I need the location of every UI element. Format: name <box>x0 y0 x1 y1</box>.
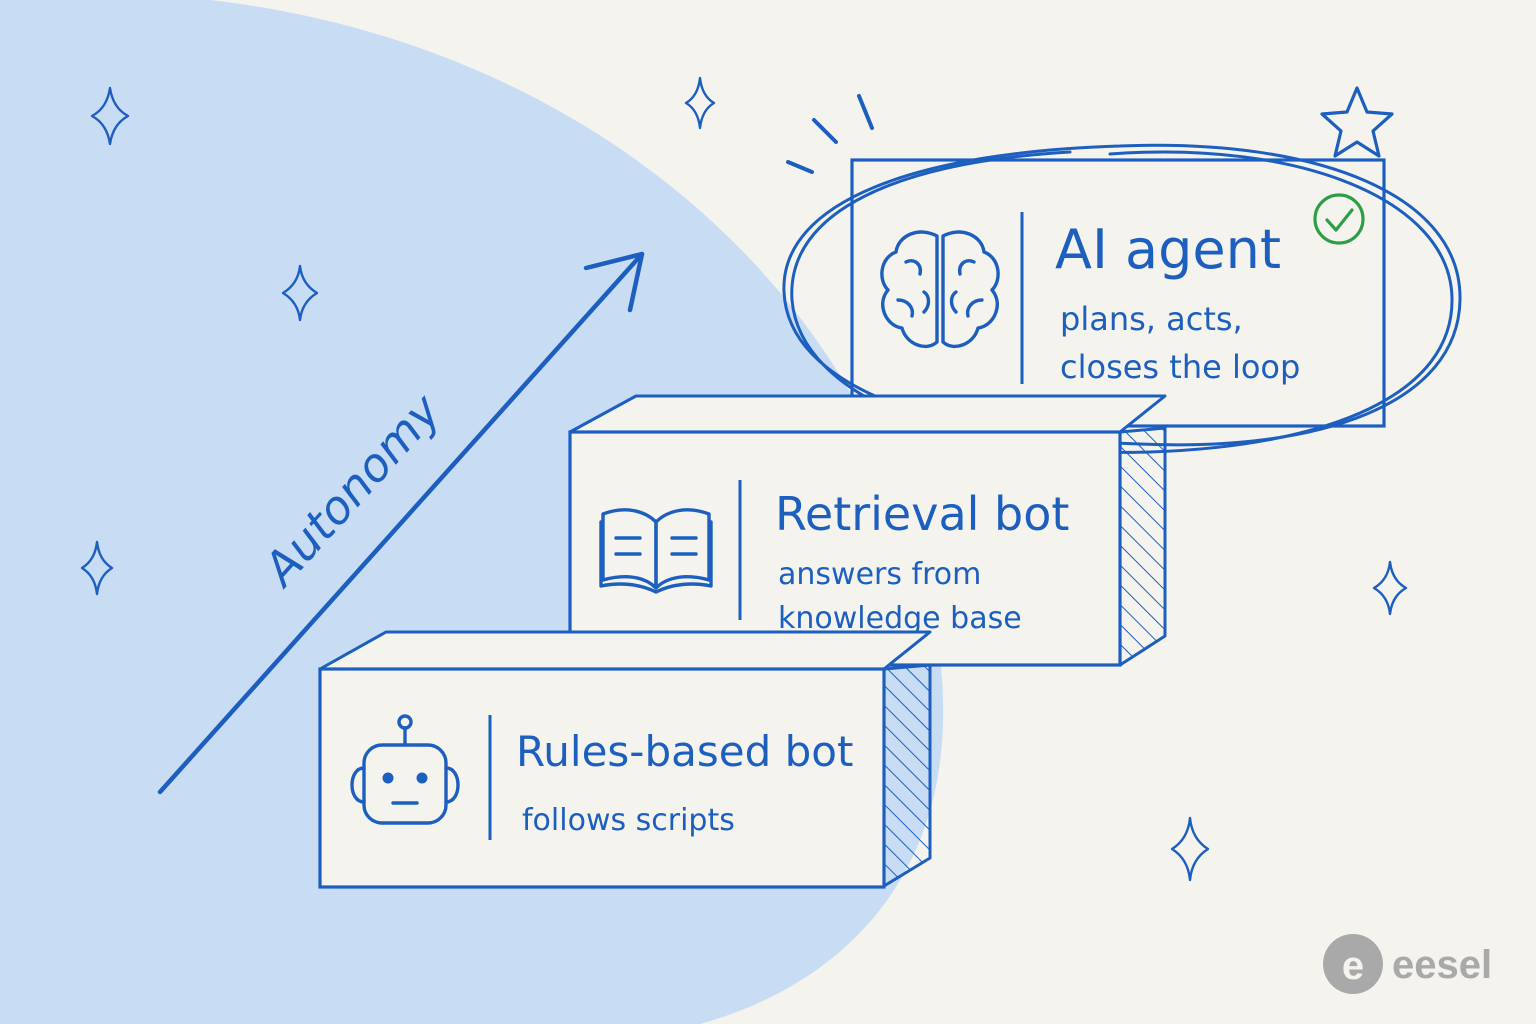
tier-box <box>850 158 1386 428</box>
sparkle-icon <box>80 540 114 596</box>
sparkles <box>80 76 1408 882</box>
logo-mark-letter: e <box>1342 944 1364 988</box>
tier-desc-line: closes the loop <box>1060 348 1300 386</box>
box-side-face <box>1118 426 1167 667</box>
tier-rules-based-bot: Rules-based bot follows scripts <box>318 630 932 889</box>
tier-desc-line: answers from <box>778 557 981 592</box>
robot-eye <box>416 772 428 784</box>
tier-title: Rules-based bot <box>516 727 853 776</box>
sparkle-icon <box>1170 816 1210 882</box>
brain-icon <box>880 230 1000 348</box>
logo-text: eesel <box>1392 943 1492 987</box>
emphasis-marks <box>786 94 874 174</box>
tier-retrieval-bot: Retrieval bot answers from knowledge bas… <box>568 394 1167 667</box>
logo-mark <box>1323 934 1383 994</box>
check-circle-icon <box>1313 193 1365 245</box>
tier-desc-line: knowledge base <box>778 601 1022 636</box>
robot-icon <box>350 714 460 825</box>
sparkle-icon <box>1372 560 1408 616</box>
eesel-logo: e eesel <box>1323 934 1492 994</box>
tier-desc-line: follows scripts <box>522 803 735 838</box>
box-top-face <box>568 394 1167 434</box>
tier-box <box>318 667 886 889</box>
box-top-face <box>318 630 932 671</box>
tier-title: AI agent <box>1055 218 1281 281</box>
star-icon <box>1320 86 1394 158</box>
box-side-face <box>882 663 932 888</box>
sparkle-icon <box>281 264 319 322</box>
tier-box <box>568 430 1122 667</box>
robot-eye <box>382 772 394 784</box>
autonomy-arrow <box>157 251 645 795</box>
tier-title: Retrieval bot <box>775 487 1069 541</box>
sparkle-icon <box>90 86 130 146</box>
tier-ai-agent: AI agent plans, acts, closes the loop <box>850 158 1386 428</box>
sparkle-icon <box>684 76 716 130</box>
tier-desc-line: plans, acts, <box>1060 300 1243 338</box>
open-book-icon <box>599 508 713 594</box>
